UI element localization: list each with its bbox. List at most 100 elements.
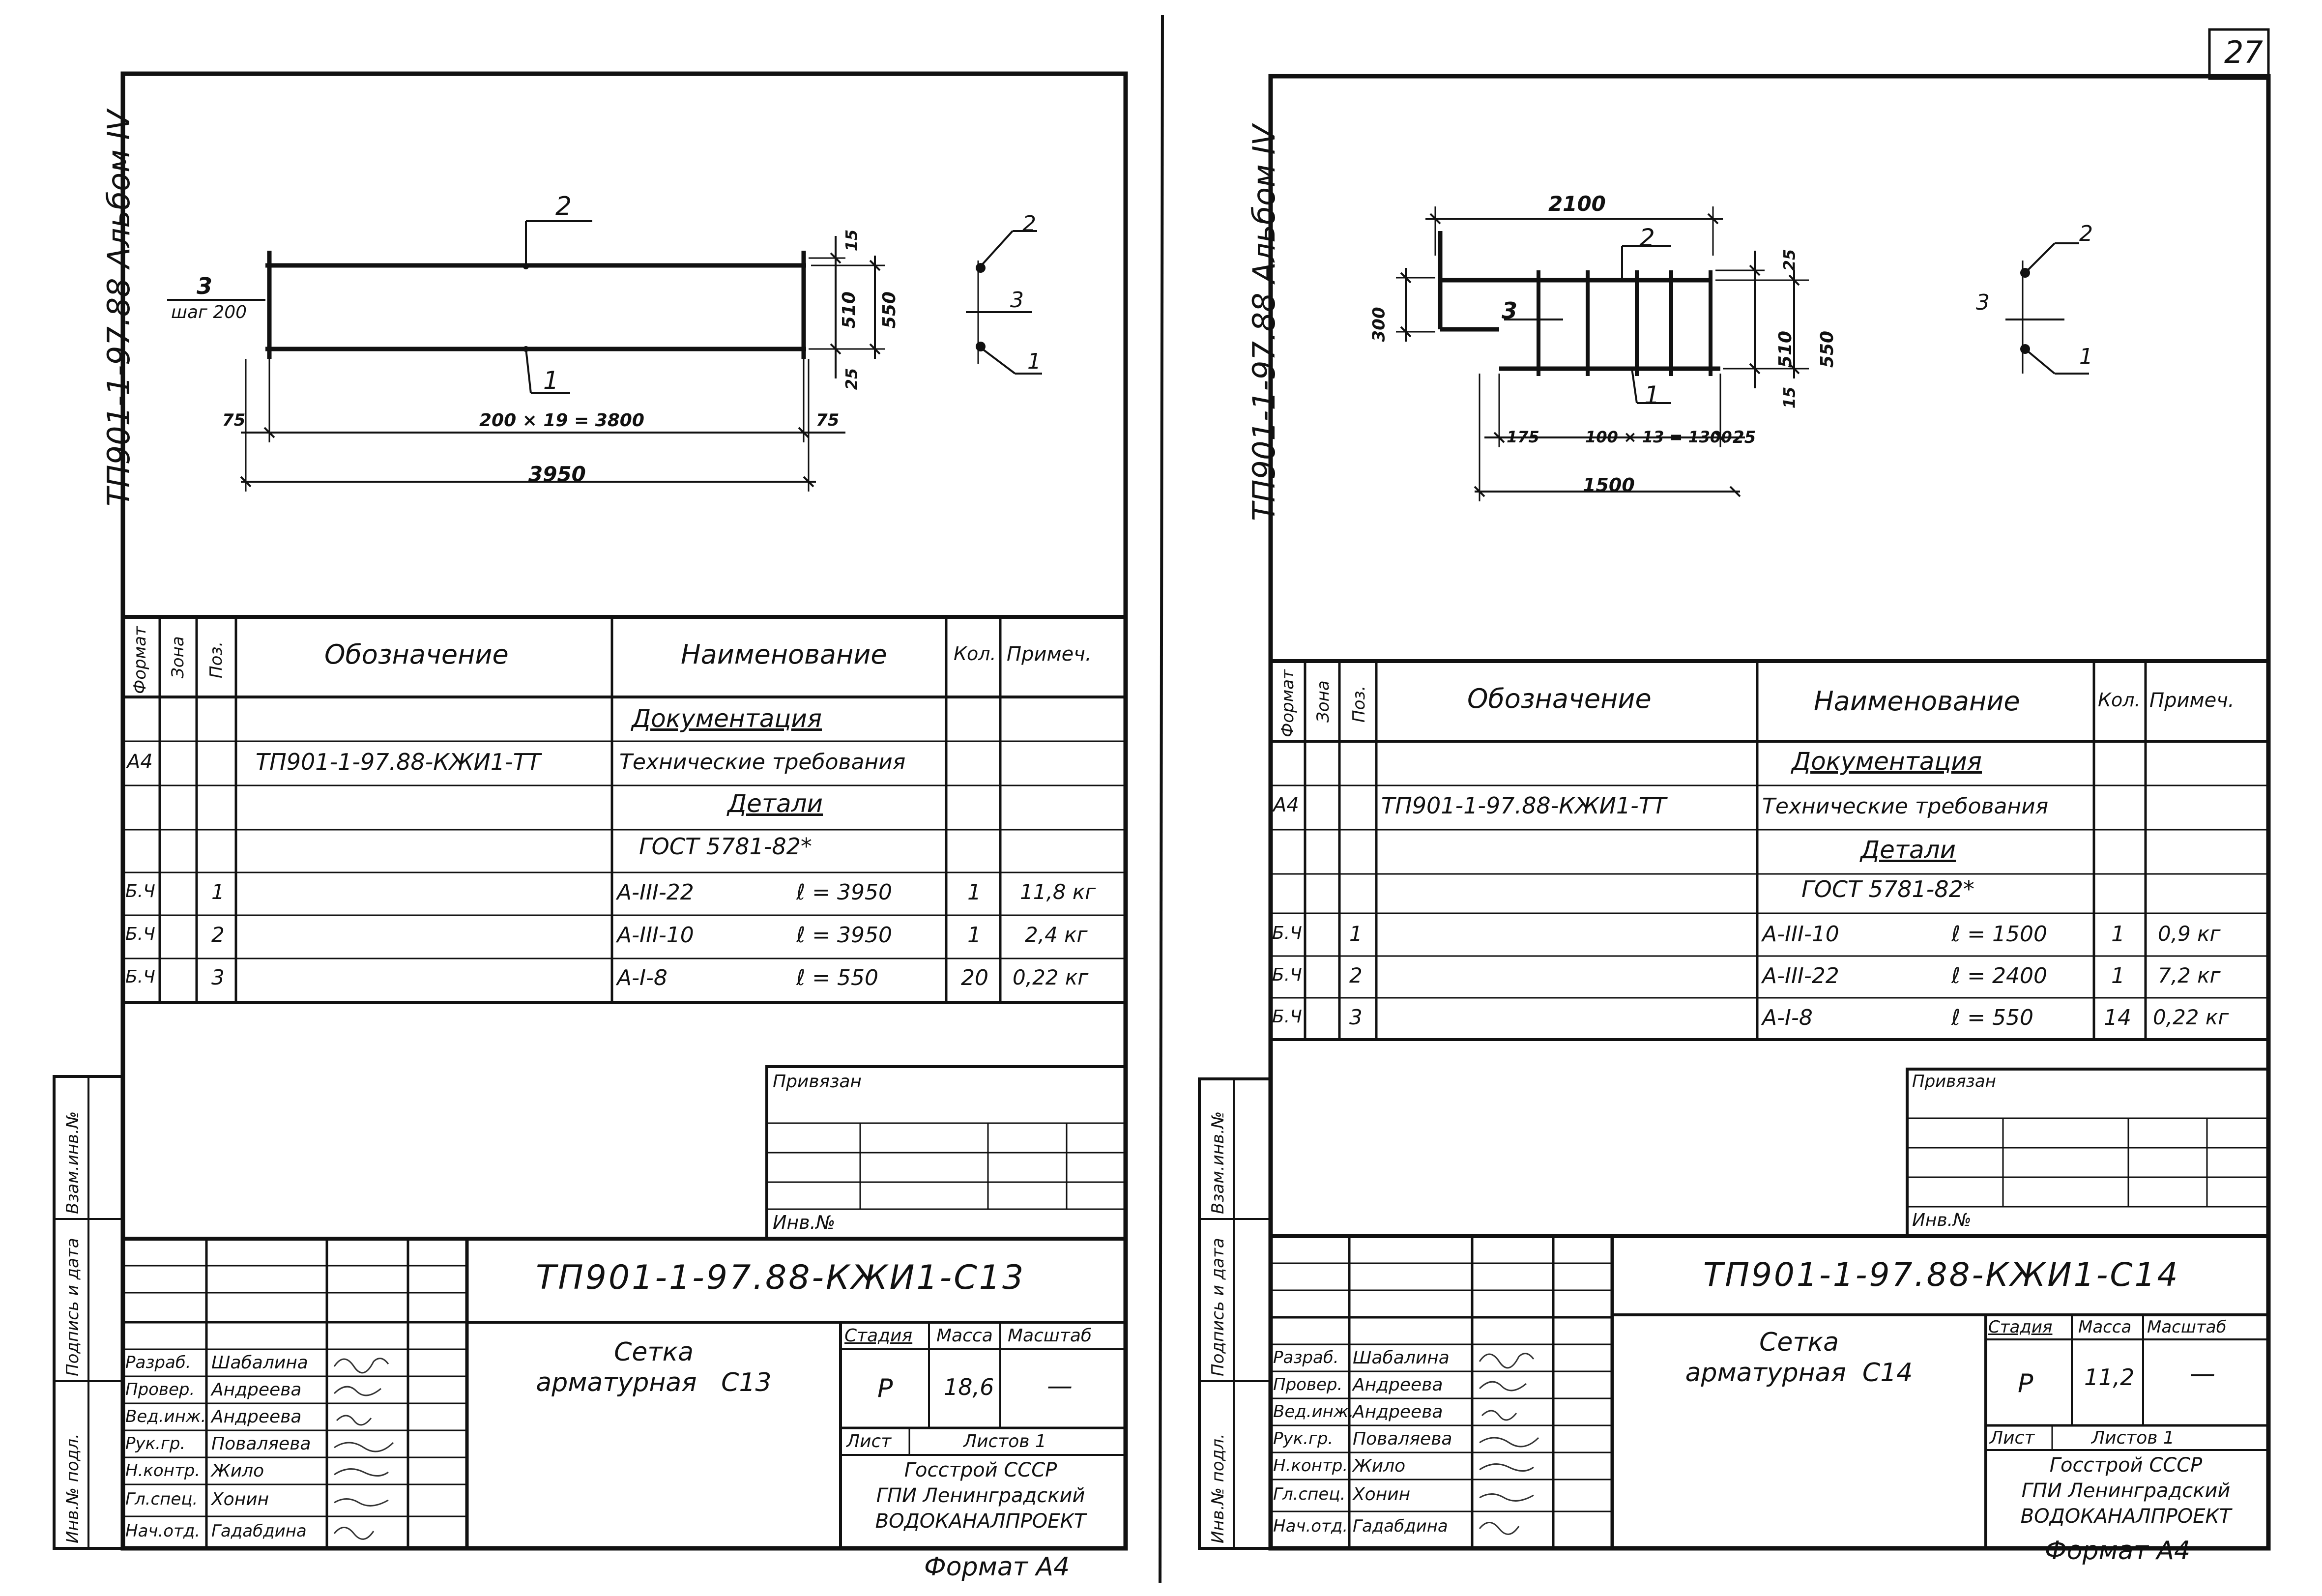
right-dim-25: 25 [1780, 249, 1799, 271]
left-tb-scale-h: Масштаб [1008, 1326, 1092, 1346]
right-tb-scale-h: Масштаб [2147, 1317, 2227, 1337]
right-name-6: Хонин [1353, 1484, 1411, 1505]
left-tb-scale: — [1047, 1371, 1073, 1401]
right-row2-note: 7,2 кг [2158, 963, 2221, 987]
left-row2-length: ℓ = 3950 [796, 923, 892, 948]
left-row2-note: 2,4 кг [1025, 923, 1088, 947]
right-tb-org: Госстрой СССР ГПИ Ленинградский ВОДОКАНА… [2020, 1454, 2232, 1528]
left-row2-format: Б.Ч [125, 924, 155, 944]
left-role-2: Провер. [125, 1380, 195, 1399]
right-tb-mass: 11,2 [2084, 1364, 2135, 1391]
left-hdr-note: Примеч. [1007, 643, 1092, 666]
left-privyazan: Привязан [773, 1072, 862, 1092]
right-row2-pos: 2 [1349, 963, 1363, 987]
right-row1-qty: 1 [2111, 922, 2125, 947]
right-role-3: Вед.инж. [1273, 1402, 1354, 1422]
right-role-2: Провер. [1273, 1375, 1343, 1394]
left-sec-1: 1 [1027, 349, 1041, 374]
right-row3-pos: 3 [1349, 1005, 1363, 1029]
right-sec-3: 3 [1976, 290, 1990, 315]
left-doc-format: А4 [127, 751, 153, 773]
left-row1-note: 11,8 кг [1020, 880, 1096, 904]
left-inv-no: Инв.№ [773, 1212, 836, 1233]
right-tb-mass-h: Масса [2078, 1317, 2132, 1337]
right-role-7: Нач.отд. [1273, 1516, 1348, 1536]
right-pos-2: 2 [1639, 224, 1655, 252]
left-name-6: Хонин [211, 1489, 269, 1509]
right-row3-qty: 14 [2104, 1005, 2131, 1030]
right-dim-total: 1500 [1583, 474, 1635, 496]
right-signatures [1479, 1353, 1539, 1535]
left-doc-name: Технические требования [619, 750, 906, 775]
right-hdr-qty: Кол. [2098, 689, 2141, 711]
left-mesh-drawing [167, 220, 1042, 492]
left-gost: ГОСТ 5781-82* [639, 833, 812, 860]
left-album-label: ТП901-1-97.88 Альбом IV [101, 110, 137, 506]
right-row3-name: А-I-8 [1762, 1005, 1813, 1030]
right-row3-note: 0,22 кг [2153, 1005, 2229, 1029]
left-side-inv: Инв.№ подл. [63, 1433, 83, 1543]
right-row2-format: Б.Ч [1272, 965, 1302, 985]
right-privyazan: Привязан [1912, 1072, 1996, 1091]
right-name-7: Гадабдина [1353, 1516, 1448, 1536]
left-hdr-pos: Поз. [206, 641, 226, 678]
left-tb-sheets: Листов 1 [963, 1431, 1046, 1451]
left-role-7: Нач.отд. [125, 1521, 201, 1541]
right-role-5: Н.контр. [1273, 1456, 1348, 1476]
right-side-inv: Инв.№ подл. [1208, 1433, 1228, 1543]
right-hdr-designation: Обозначение [1467, 683, 1652, 714]
left-sec-3: 3 [1010, 288, 1024, 313]
left-hdr-name: Наименование [681, 639, 887, 670]
left-dim-510: 510 [839, 291, 860, 329]
left-row3-name: А-I-8 [617, 965, 668, 990]
right-hdr-format: Формат [1278, 669, 1298, 737]
right-row1-name: А-III-10 [1762, 922, 1839, 947]
left-row3-pos: 3 [211, 965, 225, 989]
left-hdr-qty: Кол. [954, 643, 996, 665]
right-row2-name: А-III-22 [1762, 963, 1839, 988]
left-role-4: Рук.гр. [125, 1434, 186, 1453]
left-tb-sheet: Лист [846, 1431, 892, 1451]
right-dim-175: 175 [1507, 428, 1539, 446]
right-row1-length: ℓ = 1500 [1951, 922, 2047, 947]
left-pos-3: 3 [197, 273, 213, 299]
right-album-label: ТП901-1-97.88 Альбом IV [1246, 124, 1282, 521]
left-name-2: Андреева [211, 1380, 302, 1400]
right-pos-3: 3 [1502, 297, 1518, 324]
left-row3-note: 0,22 кг [1013, 965, 1089, 989]
left-row2-qty: 1 [967, 923, 981, 948]
left-row2-name: А-III-10 [617, 923, 694, 948]
left-hdr-zone: Зона [168, 636, 188, 678]
left-dim-75b: 75 [816, 410, 840, 430]
left-dim-15: 15 [842, 229, 861, 252]
right-row2-length: ℓ = 2400 [1951, 963, 2047, 988]
left-format: Формат А4 [924, 1552, 1070, 1582]
right-tb-sheet: Лист [1990, 1428, 2035, 1448]
left-row1-pos: 1 [211, 880, 225, 904]
left-tb-title: Сетка арматурная С13 [536, 1337, 772, 1397]
right-role-4: Рук.гр. [1273, 1429, 1334, 1449]
right-role-1: Разраб. [1273, 1348, 1339, 1367]
left-name-3: Андреева [211, 1407, 302, 1427]
left-row3-length: ℓ = 550 [796, 965, 878, 990]
right-dim-chain: 100 × 13 = 1300 [1585, 428, 1732, 446]
right-mesh-drawing [1396, 206, 2089, 501]
right-dim-300: 300 [1369, 307, 1389, 342]
left-section-parts: Детали [727, 789, 823, 818]
left-dim-total: 3950 [528, 462, 586, 486]
right-name-4: Поваляева [1353, 1429, 1452, 1449]
right-name-1: Шабалина [1353, 1348, 1450, 1368]
page-number: 27 [2224, 34, 2263, 70]
right-name-2: Андреева [1353, 1375, 1443, 1395]
right-hdr-name: Наименование [1814, 686, 2020, 717]
left-name-1: Шабалина [211, 1353, 308, 1373]
right-inv-no: Инв.№ [1912, 1210, 1972, 1230]
left-dim-75a: 75 [222, 410, 246, 430]
left-role-3: Вед.инж. [125, 1407, 206, 1426]
right-tb-sheets: Листов 1 [2091, 1428, 2175, 1448]
left-row1-length: ℓ = 3950 [796, 880, 892, 905]
left-role-6: Гл.спец. [125, 1489, 198, 1509]
right-tb-code: ТП901-1-97.88-КЖИ1-С14 [1703, 1256, 2180, 1294]
left-row3-qty: 20 [961, 965, 988, 990]
left-role-1: Разраб. [125, 1353, 191, 1372]
